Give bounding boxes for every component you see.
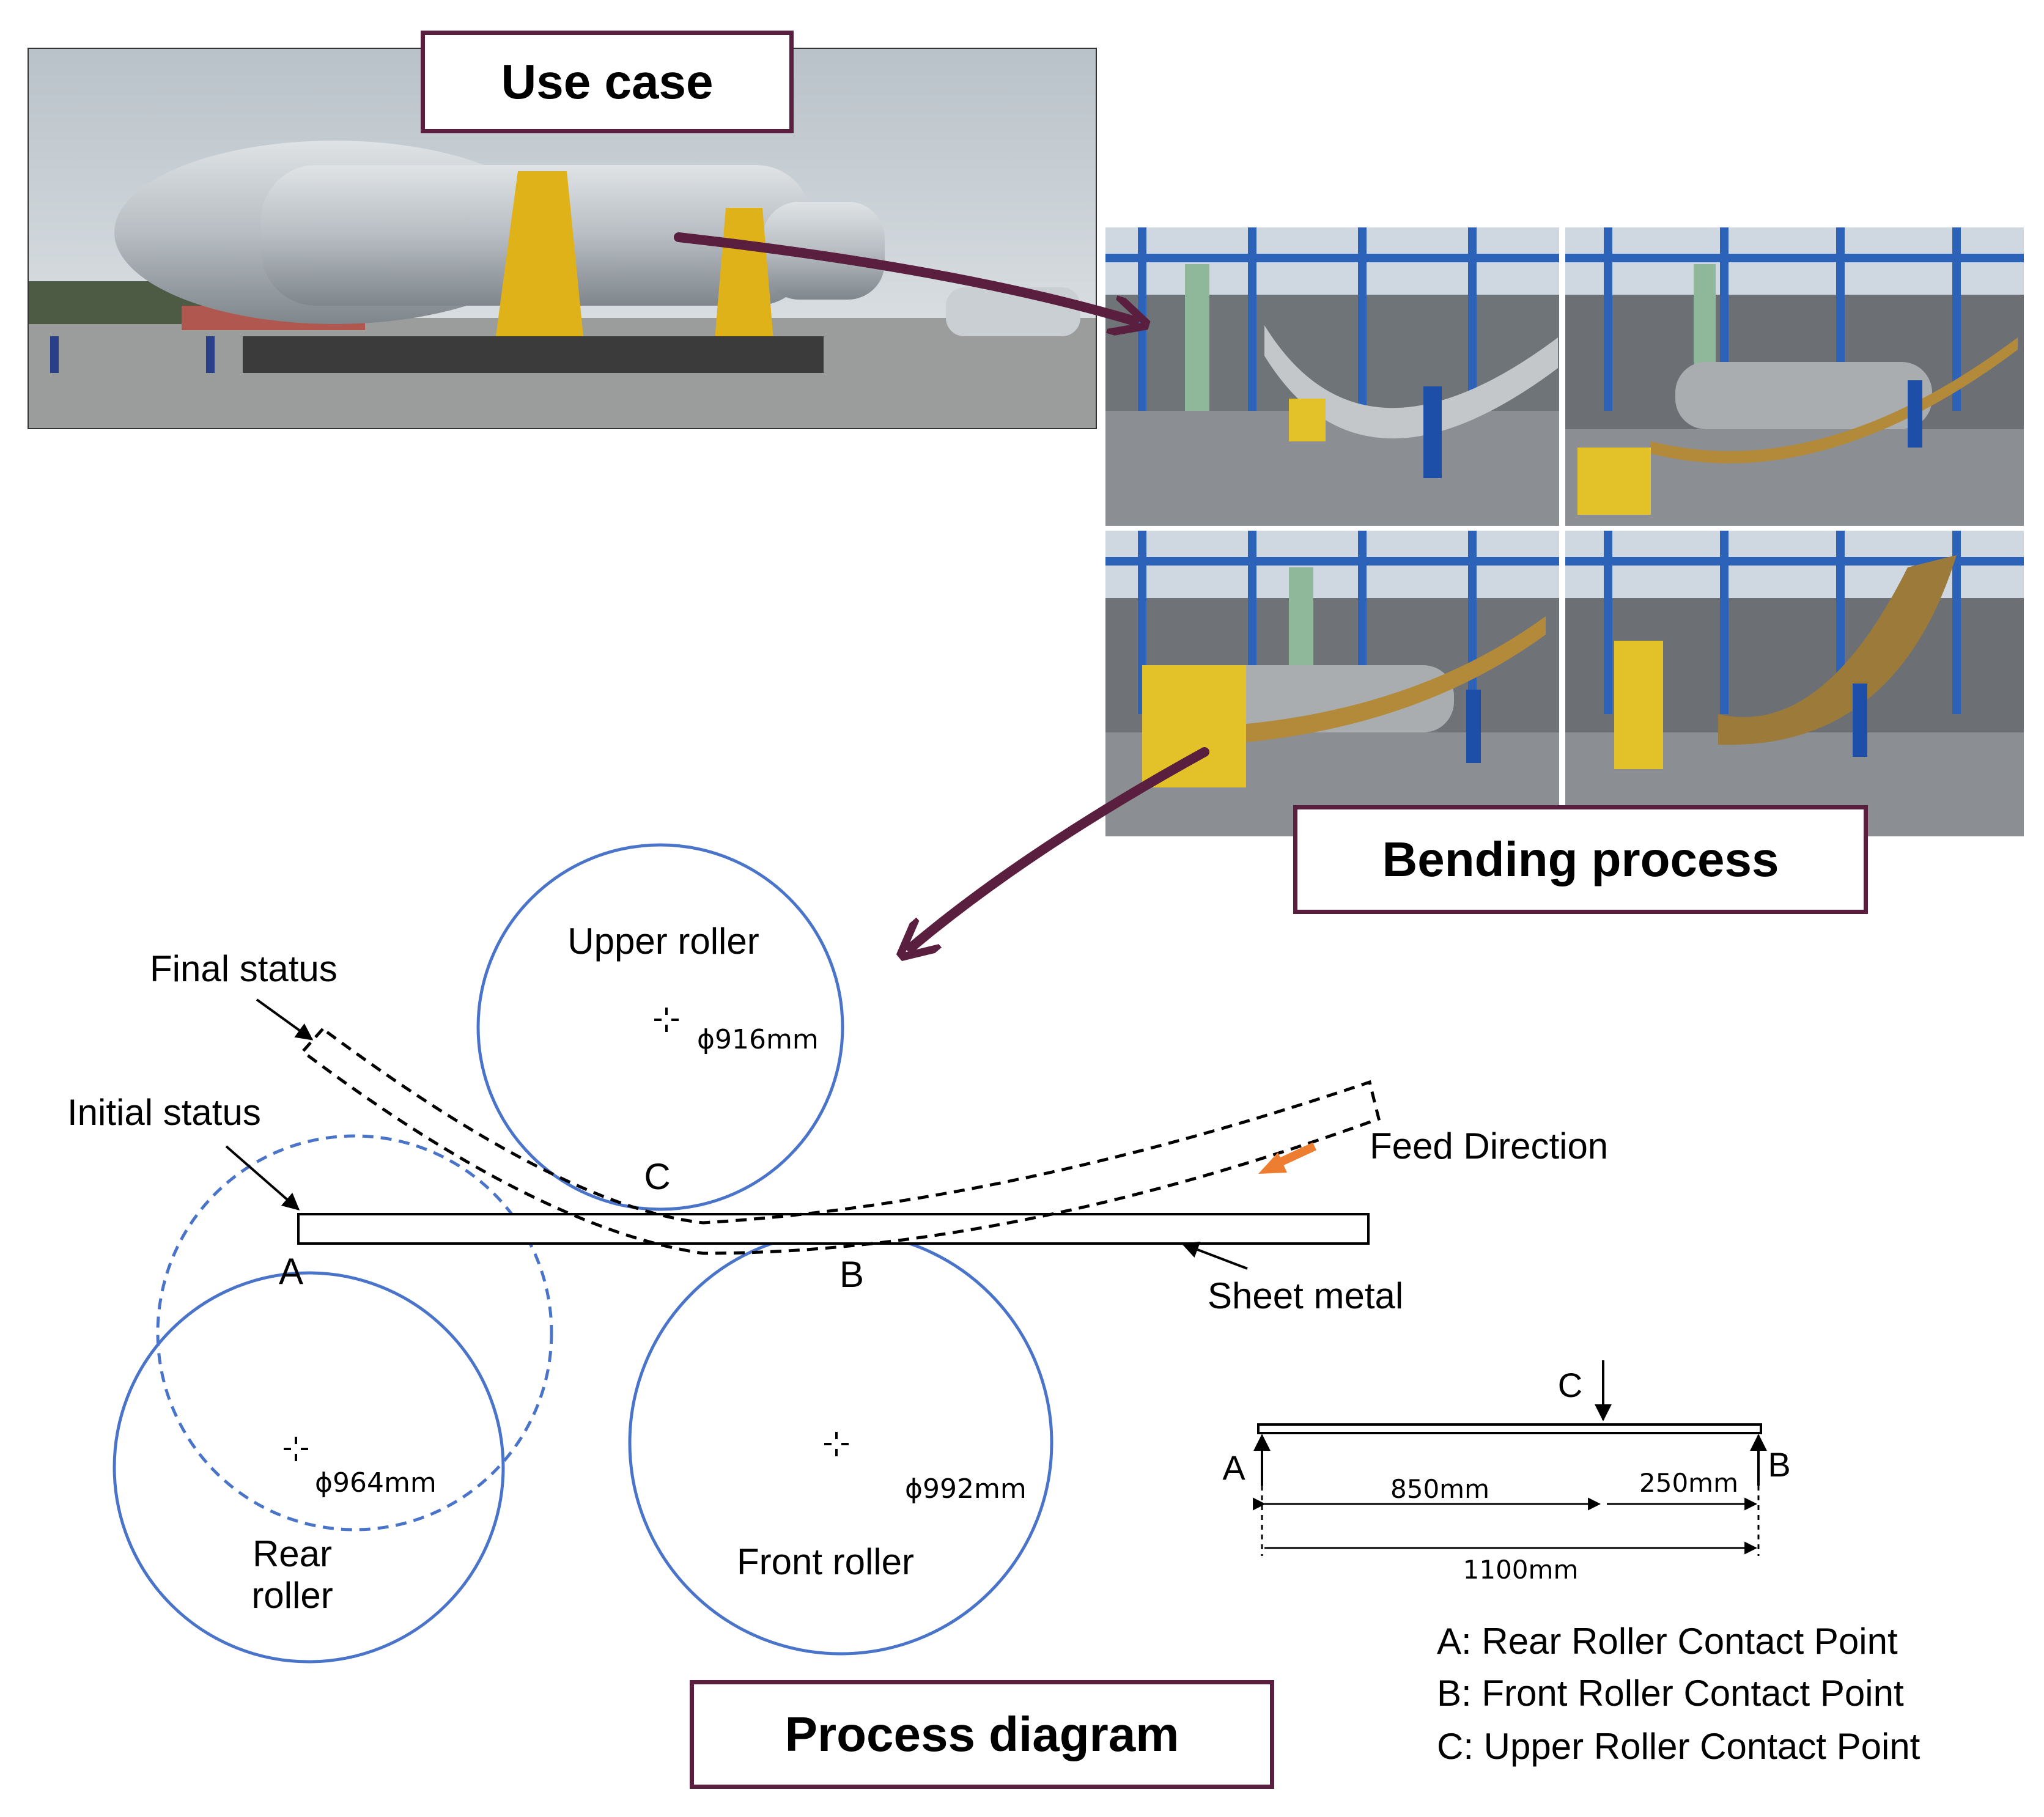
legend-c: C: Upper Roller Contact Point [1437, 1726, 1920, 1767]
upper-roller-center [654, 1008, 679, 1032]
upper-roller-diameter: ϕ916mm [697, 1024, 819, 1055]
point-a-label: A [279, 1251, 303, 1292]
upper-roller-label: Upper roller [567, 921, 759, 962]
sheet-metal [297, 1213, 1370, 1245]
initial-status-label: Initial status [67, 1092, 261, 1133]
feed-direction-label: Feed Direction [1370, 1126, 1608, 1166]
beam [1257, 1423, 1762, 1434]
point-b-label: B [839, 1254, 864, 1295]
sheet-metal-leader [1181, 1241, 1248, 1270]
rear-roller-center [284, 1437, 308, 1461]
sheet-metal-label: Sheet metal [1208, 1275, 1403, 1316]
point-c-label: C [644, 1156, 670, 1197]
use-case-title: Use case [421, 31, 794, 133]
process-diagram-title-text: Process diagram [784, 1707, 1179, 1761]
initial-status-leader [225, 1145, 300, 1211]
upper-roller [476, 843, 844, 1211]
rear-roller-diameter: ϕ964mm [315, 1467, 437, 1498]
front-roller-label: Front roller [737, 1541, 914, 1582]
front-roller-diameter: ϕ992mm [905, 1473, 1027, 1505]
front-roller [628, 1230, 1053, 1656]
legend-b: B: Front Roller Contact Point [1437, 1673, 1904, 1714]
beam-label-a: A [1222, 1448, 1245, 1487]
beam-label-c: C [1558, 1366, 1582, 1404]
arrow-usecase-to-bending [674, 232, 1134, 321]
bending-process-title: Bending process [1293, 805, 1868, 914]
dim-250-label: 250mm [1639, 1468, 1738, 1498]
use-case-title-text: Use case [501, 54, 714, 109]
rear-roller [113, 1271, 505, 1664]
use-case-photo [28, 48, 1097, 429]
rear-roller-label-line1: Rear [253, 1533, 332, 1574]
final-status-label: Final status [150, 948, 338, 989]
legend-a: A: Rear Roller Contact Point [1437, 1621, 1898, 1662]
dim-850-label: 850mm [1390, 1474, 1489, 1504]
final-status-leader [256, 998, 314, 1041]
bending-photo-4 [1565, 531, 2024, 836]
arrow-bending-to-diagram [911, 747, 1209, 948]
bent-sheet-final [300, 1026, 1381, 1255]
dim-1100-label: 1100mm [1463, 1555, 1579, 1585]
rear-roller-label-line2: roller [251, 1575, 333, 1616]
bending-photo-1 [1105, 227, 1559, 526]
process-diagram-title: Process diagram [690, 1680, 1274, 1789]
rear-roller-initial [156, 1134, 553, 1531]
bending-process-title-text: Bending process [1382, 832, 1779, 886]
front-roller-center [824, 1432, 849, 1456]
beam-schematic: C A B 850mm 250mm 1100mm [1222, 1360, 1791, 1585]
beam-label-b: B [1768, 1445, 1790, 1484]
bending-photo-2 [1565, 227, 2024, 526]
